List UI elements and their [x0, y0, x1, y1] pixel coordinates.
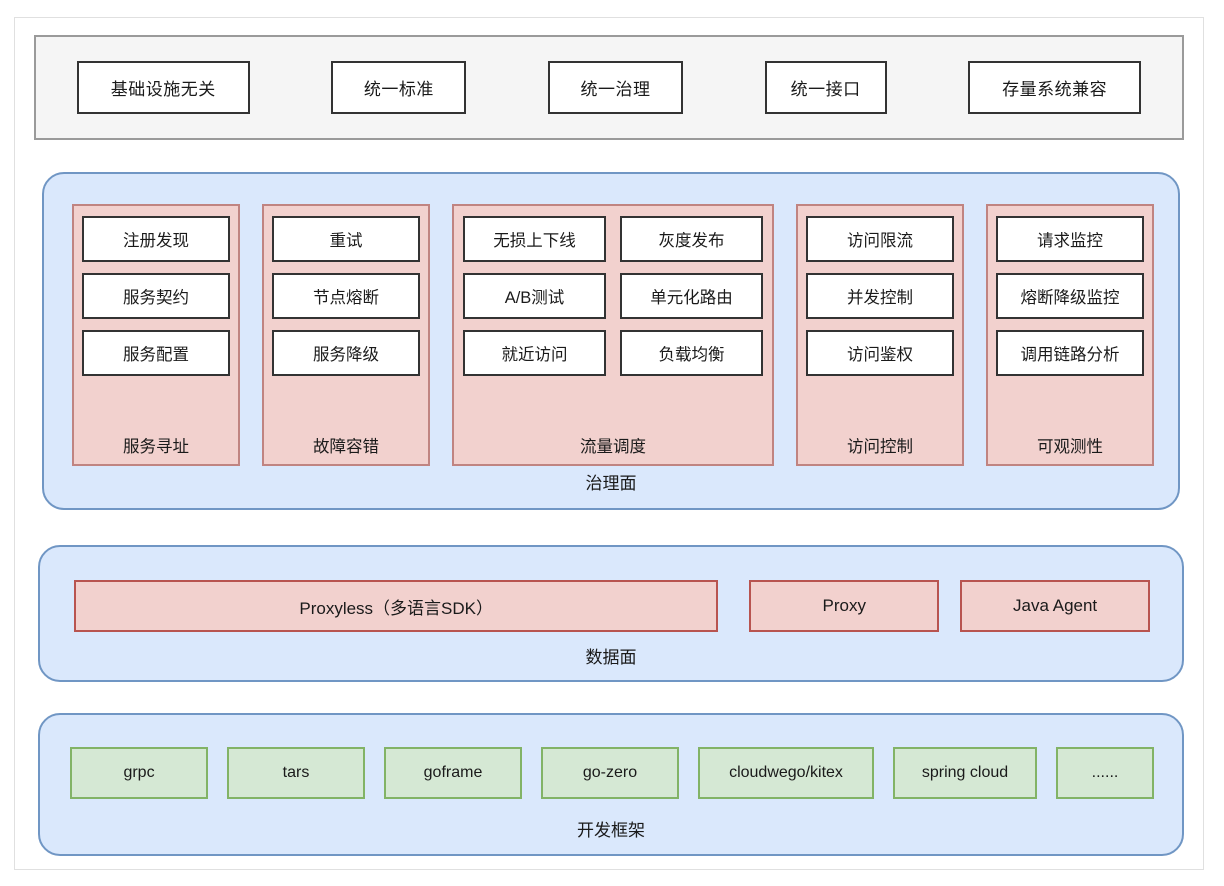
- governance-item: 调用链路分析: [996, 330, 1144, 376]
- framework-box-label: go-zero: [582, 764, 638, 781]
- governance-group: 无损上下线 灰度发布 A/B测试 单元化路由就近访问 负载均衡流量调度: [452, 204, 774, 466]
- governance-item: 熔断降级监控: [996, 273, 1144, 319]
- framework-box-label: tars: [282, 764, 310, 781]
- governance-group: 注册发现服务契约服务配置服务寻址: [72, 204, 240, 466]
- governance-item-label: 重试: [329, 232, 363, 250]
- governance-item-label: 熔断降级监控: [1020, 289, 1120, 307]
- principle-label: 基础设施无关: [110, 80, 216, 99]
- governance-group-label: 流量调度: [580, 437, 646, 456]
- governance-item-label: 负载均衡: [658, 346, 725, 364]
- principle-box: 统一接口: [764, 61, 887, 114]
- data-plane-layer-label: 数据面: [585, 648, 637, 667]
- governance-item-label: 访问鉴权: [847, 346, 913, 364]
- data-plane-box-label: Proxy: [822, 596, 867, 615]
- principle-label: 统一接口: [790, 80, 861, 99]
- principle-box: 存量系统兼容: [968, 61, 1142, 114]
- framework-box-label: ......: [1091, 764, 1119, 781]
- data-plane-box-label: Proxyless（多语言SDK）: [299, 598, 493, 618]
- governance-group-label: 可观测性: [1037, 437, 1103, 456]
- governance-group-label: 服务寻址: [123, 437, 189, 456]
- framework-box-label: goframe: [423, 764, 483, 781]
- framework-box: ......: [1056, 747, 1154, 799]
- data-plane-box: Java Agent: [960, 580, 1150, 632]
- governance-item: 无损上下线: [463, 216, 606, 262]
- governance-item: 就近访问: [463, 330, 606, 376]
- principle-label: 存量系统兼容: [1002, 80, 1108, 99]
- framework-box: grpc: [70, 747, 208, 799]
- governance-layer-label: 治理面: [585, 474, 637, 493]
- governance-group: 访问限流并发控制访问鉴权访问控制: [796, 204, 964, 466]
- governance-item-grid: 重试节点熔断服务降级: [272, 216, 420, 376]
- governance-item: 重试: [272, 216, 420, 262]
- principle-box: 统一治理: [547, 61, 683, 114]
- governance-item-label: 服务降级: [313, 346, 379, 364]
- governance-item-label: 服务契约: [123, 289, 189, 307]
- governance-item-label: 访问限流: [847, 232, 913, 250]
- governance-item-grid: 注册发现服务契约服务配置: [82, 216, 230, 376]
- data-plane-box-label: Java Agent: [1013, 596, 1098, 615]
- governance-item: 访问鉴权: [806, 330, 954, 376]
- principle-box: 基础设施无关: [76, 61, 250, 114]
- data-plane-box-row: Proxyless（多语言SDK） Proxy Java Agent: [74, 580, 1150, 632]
- governance-item: A/B测试: [463, 273, 606, 319]
- governance-item: 单元化路由: [620, 273, 763, 319]
- governance-item-label: 调用链路分析: [1020, 346, 1120, 364]
- principle-box: 统一标准: [331, 61, 467, 114]
- framework-box-label: spring cloud: [921, 764, 1009, 781]
- framework-box: spring cloud: [893, 747, 1037, 799]
- governance-group-label: 故障容错: [313, 437, 379, 456]
- governance-item: 服务契约: [82, 273, 230, 319]
- governance-item: 并发控制: [806, 273, 954, 319]
- governance-item-label: 单元化路由: [650, 289, 733, 307]
- governance-item-grid: 无损上下线 灰度发布 A/B测试 单元化路由就近访问 负载均衡: [463, 216, 763, 376]
- data-plane-box: Proxy: [749, 580, 940, 632]
- governance-group: 重试节点熔断服务降级故障容错: [262, 204, 430, 466]
- framework-box-row: grpc tars goframe go-zero cloudwego/kitex spr…: [70, 747, 1154, 799]
- framework-box: goframe: [384, 747, 522, 799]
- framework-layer-label: 开发框架: [577, 821, 645, 840]
- governance-item-label: 并发控制: [847, 289, 913, 307]
- framework-box-label: grpc: [123, 764, 155, 781]
- governance-item: 访问限流: [806, 216, 954, 262]
- governance-item: 服务降级: [272, 330, 420, 376]
- governance-item: 灰度发布: [620, 216, 763, 262]
- framework-box: tars: [227, 747, 365, 799]
- framework-box-label: cloudwego/kitex: [729, 764, 843, 781]
- principle-label: 统一标准: [363, 80, 434, 99]
- governance-item: 注册发现: [82, 216, 230, 262]
- governance-item-label: 请求监控: [1037, 232, 1103, 250]
- governance-item-label: A/B测试: [504, 289, 565, 307]
- governance-item-label: 服务配置: [123, 346, 189, 364]
- governance-group-label: 访问控制: [847, 437, 913, 456]
- governance-group: 请求监控熔断降级监控调用链路分析可观测性: [986, 204, 1154, 466]
- framework-box: cloudwego/kitex: [698, 747, 874, 799]
- principle-label: 统一治理: [580, 80, 651, 99]
- framework-box: go-zero: [541, 747, 679, 799]
- governance-item-label: 节点熔断: [313, 289, 379, 307]
- governance-item: 服务配置: [82, 330, 230, 376]
- governance-item-label: 无损上下线: [493, 232, 576, 250]
- governance-item-label: 灰度发布: [658, 232, 725, 250]
- governance-item: 负载均衡: [620, 330, 763, 376]
- governance-item-label: 注册发现: [123, 232, 189, 250]
- governance-item: 请求监控: [996, 216, 1144, 262]
- framework-layer: grpc tars goframe go-zero cloudwego/kitex spr…: [38, 713, 1184, 856]
- governance-item-label: 就近访问: [501, 346, 568, 364]
- data-plane-layer: Proxyless（多语言SDK） Proxy Java Agent 数据面: [38, 545, 1184, 682]
- governance-item-grid: 请求监控熔断降级监控调用链路分析: [996, 216, 1144, 376]
- principles-bar: 基础设施无关 统一标准 统一治理 统一接口 存量系统兼容: [34, 35, 1184, 140]
- governance-item-grid: 访问限流并发控制访问鉴权: [806, 216, 954, 376]
- governance-item: 节点熔断: [272, 273, 420, 319]
- data-plane-box: Proxyless（多语言SDK）: [74, 580, 719, 632]
